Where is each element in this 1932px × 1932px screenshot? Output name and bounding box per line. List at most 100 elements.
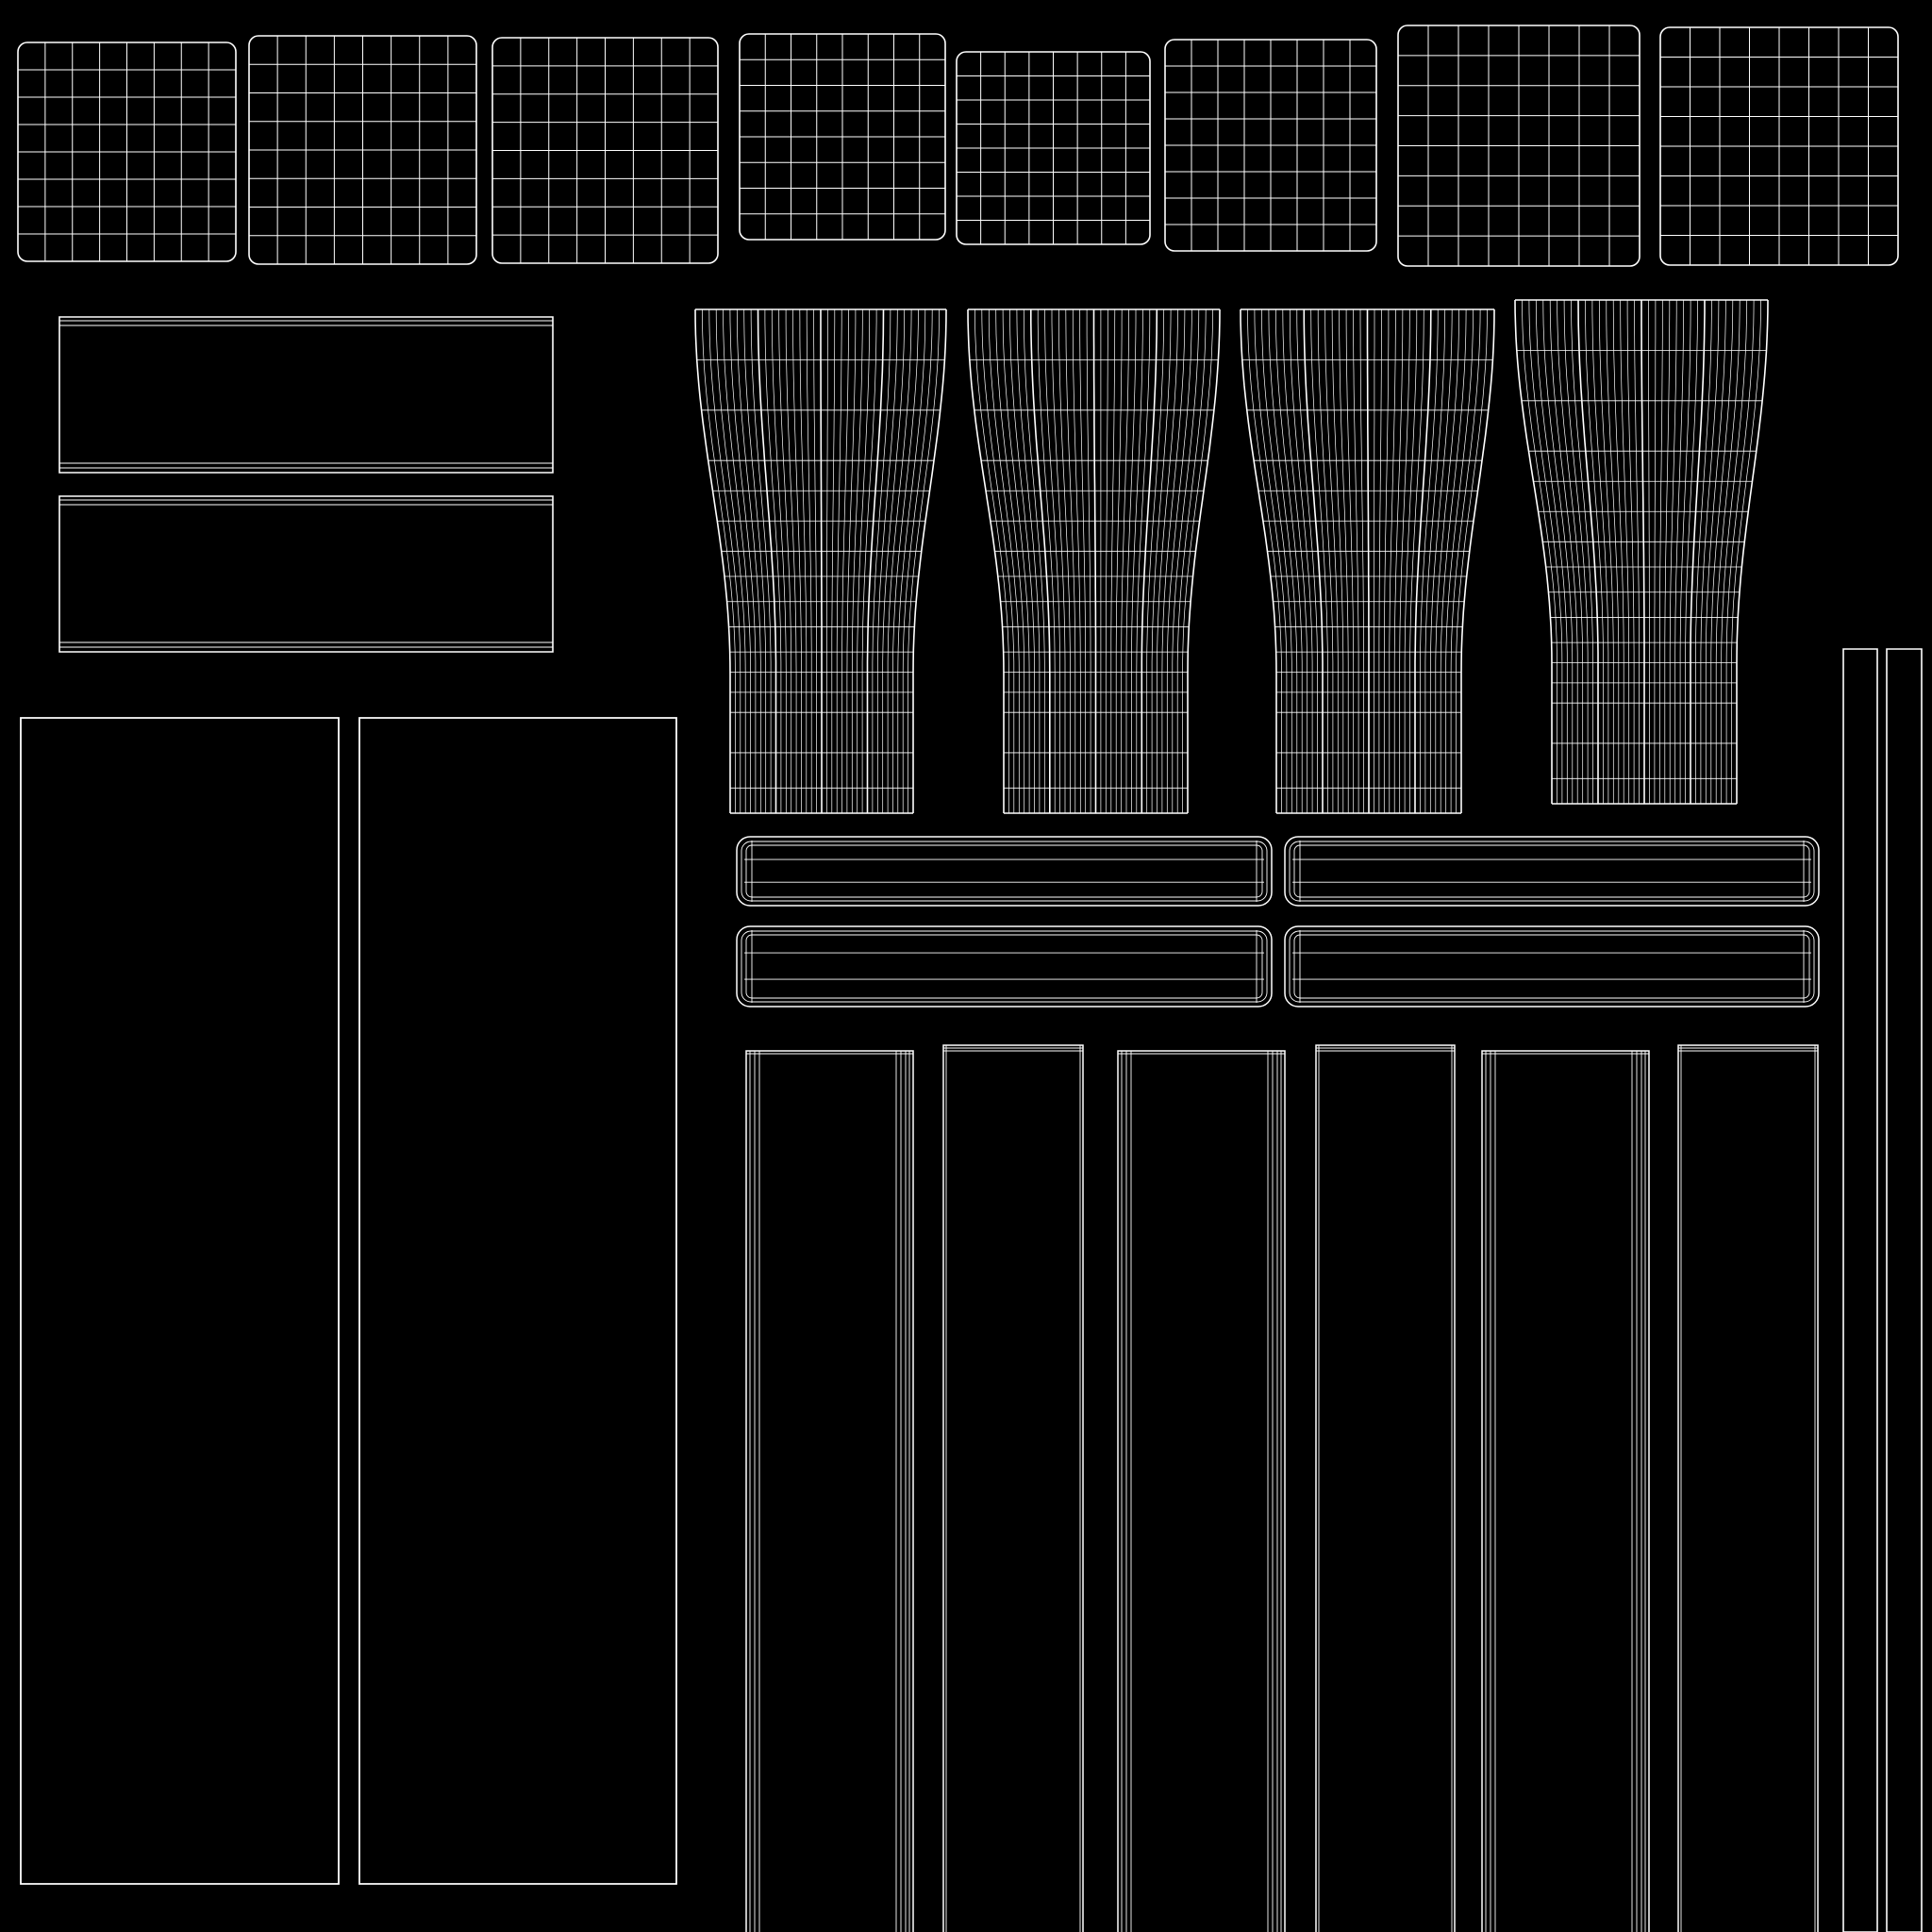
horizontal-strips-group bbox=[59, 317, 553, 652]
pleat-seam bbox=[1241, 309, 1276, 813]
uv-edge bbox=[1659, 300, 1662, 804]
uv-edge bbox=[826, 309, 827, 813]
uv-edge bbox=[908, 309, 940, 813]
thin-rail-border bbox=[1843, 649, 1877, 1932]
uv-edge bbox=[982, 309, 1014, 813]
pleat-seam bbox=[1368, 309, 1370, 813]
pleated-curtains-group bbox=[695, 300, 1768, 813]
uv-edge bbox=[1290, 309, 1312, 813]
uv-edge bbox=[1311, 309, 1328, 813]
uv-edge bbox=[1627, 300, 1634, 804]
uv-edge bbox=[765, 309, 781, 813]
rounded-bar-island bbox=[1285, 926, 1819, 1007]
tall-panel-island bbox=[21, 718, 339, 1884]
pleat-seam bbox=[695, 309, 730, 813]
uv-edge bbox=[1290, 841, 1814, 901]
uv-edge bbox=[814, 309, 817, 813]
uv-edge bbox=[873, 309, 891, 813]
grid-tile-island bbox=[249, 36, 476, 264]
uv-edge bbox=[1529, 300, 1562, 804]
uv-edge bbox=[1340, 309, 1349, 813]
uv-edge bbox=[1716, 300, 1740, 804]
uv-edge bbox=[709, 309, 741, 813]
uv-edge bbox=[1066, 309, 1075, 813]
uv-edge bbox=[1248, 309, 1282, 813]
tall-panels-group bbox=[21, 718, 676, 1884]
uv-edge bbox=[837, 309, 841, 813]
uv-edge bbox=[1613, 300, 1624, 804]
uv-edge bbox=[1177, 309, 1206, 813]
uv-edge bbox=[1648, 300, 1649, 804]
uv-edge bbox=[862, 309, 876, 813]
uv-edge bbox=[1116, 309, 1122, 813]
pleat-seam bbox=[1578, 300, 1598, 804]
uv-edge bbox=[1670, 300, 1676, 804]
uv-edge bbox=[1446, 309, 1474, 813]
uv-edge bbox=[1261, 309, 1291, 813]
uv-edge bbox=[1294, 845, 1809, 897]
rounded-bar-island bbox=[1285, 837, 1819, 906]
grid-tile-island bbox=[957, 52, 1150, 244]
rounded-bar-border bbox=[1285, 926, 1819, 1007]
horizontal-strip-island bbox=[59, 317, 553, 473]
pleat-seam bbox=[1641, 300, 1644, 804]
uv-edge bbox=[1732, 300, 1761, 804]
uv-edge bbox=[1522, 300, 1557, 804]
uv-edge bbox=[1024, 309, 1044, 813]
uv-edge bbox=[1058, 309, 1070, 813]
pleated-curtain-island bbox=[968, 309, 1220, 813]
uv-edge bbox=[1706, 300, 1725, 804]
uv-edge bbox=[1675, 300, 1684, 804]
pleat-seam bbox=[1031, 309, 1050, 813]
uv-edge bbox=[1701, 300, 1719, 804]
uv-edge bbox=[737, 309, 760, 813]
uv-edge bbox=[1010, 309, 1035, 813]
uv-edge bbox=[1680, 300, 1690, 804]
vertical-board-border bbox=[1482, 1051, 1649, 1932]
uv-edge bbox=[1003, 309, 1029, 813]
grid-tile-island bbox=[1165, 40, 1376, 251]
uv-edge bbox=[1106, 309, 1108, 813]
uv-edge bbox=[1346, 309, 1354, 813]
rounded-bar-border bbox=[737, 926, 1272, 1007]
rounded-bar-island bbox=[737, 926, 1272, 1007]
uv-edge bbox=[1384, 309, 1389, 813]
vertical-board-island bbox=[1678, 1045, 1818, 1932]
uv-edge bbox=[772, 309, 786, 813]
pleat-seam bbox=[913, 309, 946, 813]
uv-edge bbox=[792, 309, 801, 813]
uv-edge bbox=[724, 309, 751, 813]
grid-tile-island bbox=[740, 34, 945, 240]
uv-edge bbox=[1269, 309, 1297, 813]
vertical-board-border bbox=[1316, 1045, 1455, 1932]
grid-tile-island bbox=[18, 42, 236, 261]
uv-edge bbox=[800, 309, 807, 813]
uv-edge bbox=[1052, 309, 1065, 813]
uv-edge bbox=[779, 309, 791, 813]
tall-panel-border bbox=[21, 718, 339, 1884]
uv-edge bbox=[1655, 300, 1656, 804]
uv-edge bbox=[1045, 309, 1060, 813]
vertical-board-border bbox=[1678, 1045, 1818, 1932]
uv-edge bbox=[1686, 300, 1698, 804]
uv-edge bbox=[1167, 309, 1191, 813]
uv-edge bbox=[1318, 309, 1333, 813]
uv-edge bbox=[786, 309, 796, 813]
uv-edge bbox=[1457, 309, 1488, 813]
uv-edge bbox=[751, 309, 771, 813]
uv-edge bbox=[1635, 300, 1640, 804]
uv-edge bbox=[1607, 300, 1619, 804]
vertical-board-island bbox=[1316, 1045, 1455, 1932]
uv-edge bbox=[744, 309, 766, 813]
uv-edge bbox=[716, 309, 745, 813]
strip-border bbox=[59, 496, 553, 652]
uv-edge bbox=[1017, 309, 1040, 813]
uv-edge bbox=[1126, 309, 1136, 813]
uv-edge bbox=[1543, 300, 1573, 804]
uv-edge bbox=[1379, 309, 1382, 813]
pleat-seam bbox=[1141, 309, 1157, 813]
uv-edge bbox=[1436, 309, 1459, 813]
uv-edge bbox=[903, 309, 932, 813]
